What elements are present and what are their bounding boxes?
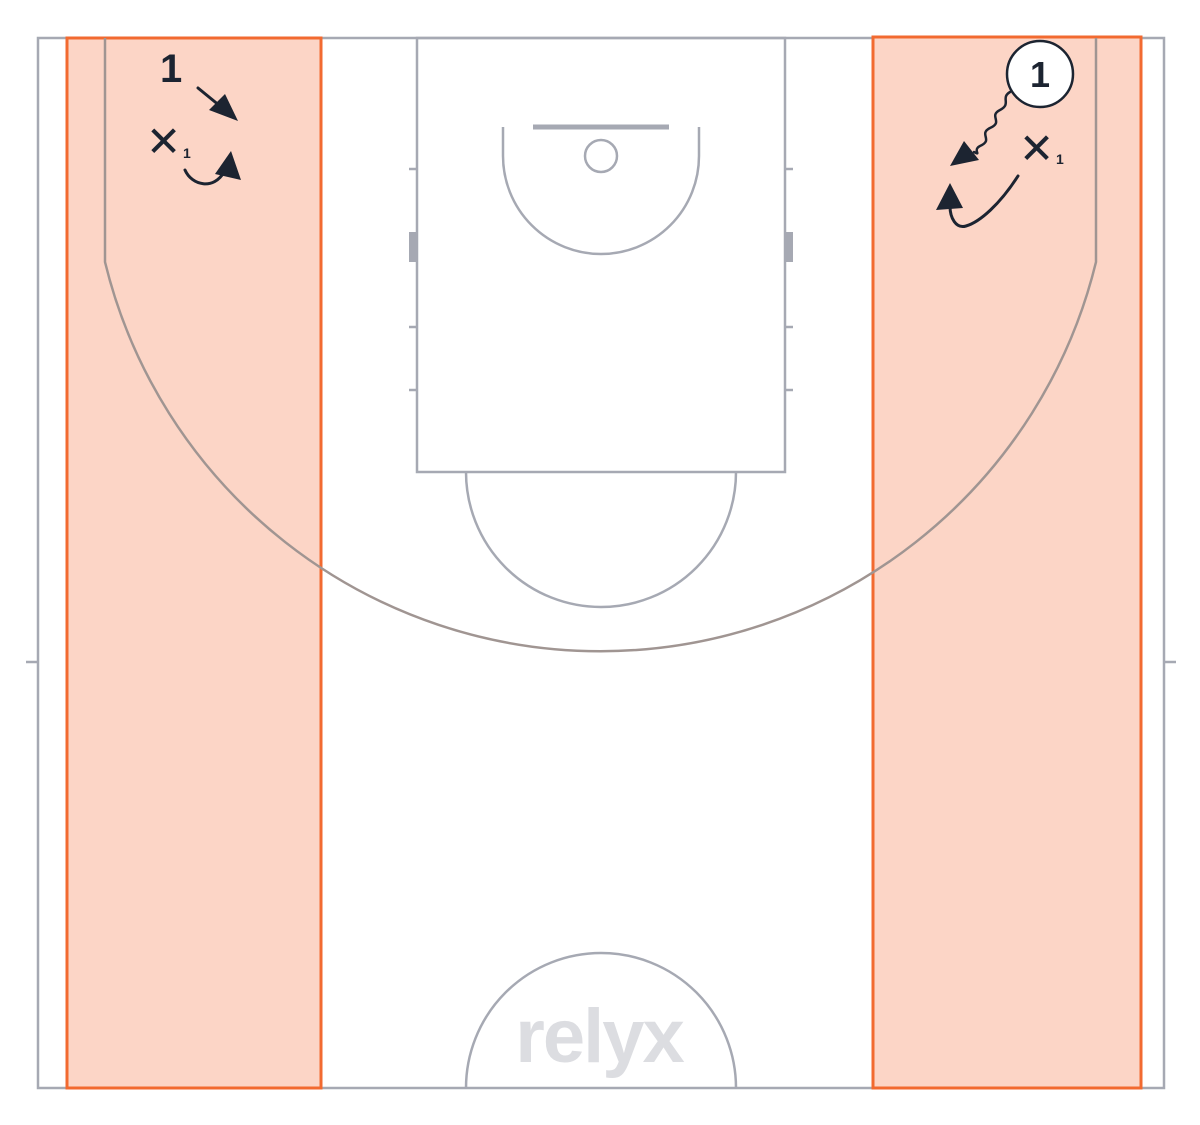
- defender-symbol: ✕: [146, 118, 181, 165]
- lane-hash-marks: [409, 167, 793, 392]
- defender-move-arrow-head: [215, 151, 241, 180]
- block-left: [409, 232, 417, 262]
- center-circle: [464, 951, 738, 1089]
- defender-symbol-right: ✕: [1019, 125, 1054, 172]
- cut-arrow-head: [209, 94, 238, 121]
- dribble-path: [972, 90, 1012, 155]
- rim: [583, 138, 619, 174]
- defender-move-arrow-head-right: [936, 183, 963, 210]
- dribble-arrow-head: [950, 141, 979, 166]
- ball-handler-circle: [1005, 39, 1075, 109]
- restricted-area: [501, 127, 701, 256]
- right-highlight-zone: [871, 35, 1143, 1090]
- defender-subscript: 1: [183, 145, 191, 161]
- defender-subscript-right: 1: [1056, 151, 1064, 167]
- relyx-logo: relyx: [515, 994, 684, 1079]
- three-point-line: [103, 38, 1098, 653]
- left-highlight-zone: [65, 36, 323, 1090]
- free-throw-circle: [464, 471, 738, 609]
- offensive-player-label: 1: [160, 47, 182, 91]
- defender-move-line-right: [948, 174, 1020, 228]
- ball-handler-label: 1: [1030, 54, 1050, 95]
- block-right: [785, 232, 793, 262]
- defender-move-line: [183, 168, 226, 186]
